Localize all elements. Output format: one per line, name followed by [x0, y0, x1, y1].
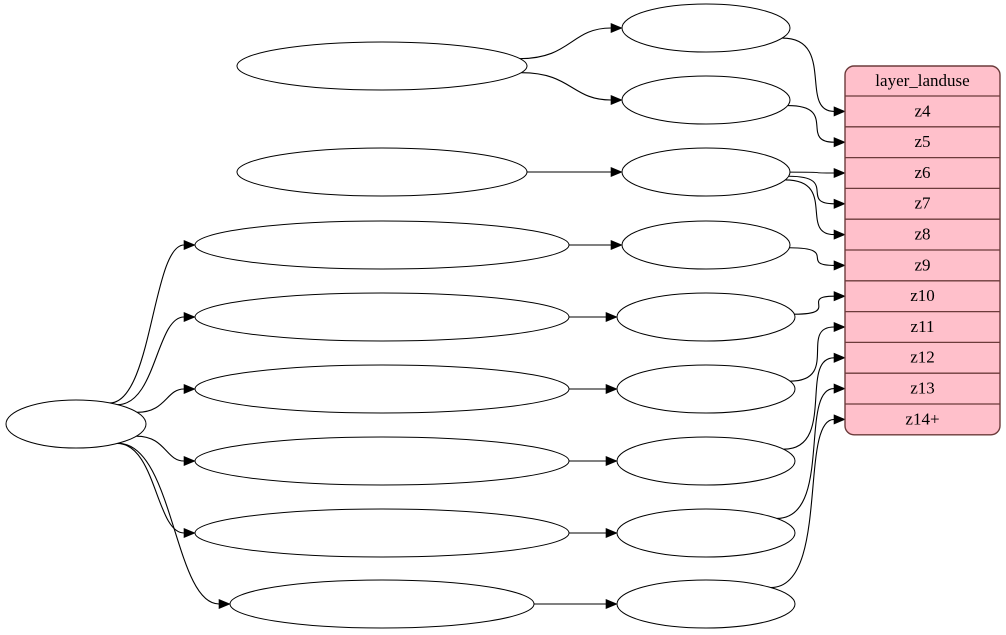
- edge-ne_50m_urban_areas-to-landuse_z5: [521, 72, 612, 101]
- table-row-z5[interactable]: z5: [914, 132, 930, 151]
- node-landuse_z14[interactable]: [616, 579, 796, 629]
- node-imposm3[interactable]: [5, 399, 147, 449]
- node-osm_landuse_polygon_gen3[interactable]: [194, 364, 570, 414]
- edge-landuse_z5-to-layer_landuse-z5: [787, 104, 835, 143]
- edge-landuse_z12-to-layer_landuse-z12: [783, 357, 835, 450]
- table-row-z7[interactable]: z7: [914, 194, 931, 213]
- arrow-head: [833, 167, 846, 179]
- node-shape: [621, 75, 791, 125]
- arrow-head: [183, 527, 196, 539]
- node-shape: [236, 147, 528, 197]
- arrow-head: [833, 414, 846, 425]
- arrow-head: [183, 311, 196, 323]
- node-landuse_z11[interactable]: [616, 364, 796, 414]
- edge-landuse_z6-to-layer_landuse-z8: [785, 179, 835, 236]
- node-shape: [229, 579, 535, 629]
- arrow-head: [605, 598, 618, 610]
- edge-landuse_z14-to-layer_landuse-z14+: [770, 418, 835, 589]
- table-header-label: layer_landuse: [875, 71, 969, 90]
- node-landuse_z12[interactable]: [616, 436, 796, 486]
- arrow-head: [833, 291, 846, 302]
- node-shape: [616, 508, 796, 558]
- arrow-head: [833, 260, 846, 271]
- nodes-layer: [5, 3, 796, 629]
- node-shape: [616, 436, 796, 486]
- arrow-head: [610, 94, 623, 106]
- arrow-head: [605, 455, 618, 467]
- arrow-head: [183, 383, 196, 395]
- node-ne_10m_urban_areas[interactable]: [236, 147, 528, 197]
- edge-imposm3-to-osm_landuse_polygon: [117, 442, 220, 605]
- edge-landuse_z9-to-layer_landuse-z9: [789, 247, 835, 266]
- table-row-z11[interactable]: z11: [911, 317, 935, 336]
- edge-landuse_z11-to-layer_landuse-z11: [790, 326, 835, 382]
- node-osm_landuse_polygon_gen5[interactable]: [194, 220, 570, 270]
- table-row-z12[interactable]: z12: [910, 348, 935, 367]
- edge-landuse_z10-to-layer_landuse-z10: [794, 295, 835, 315]
- node-shape: [194, 364, 570, 414]
- edge-imposm3-to-osm_landuse_polygon_gen4: [117, 316, 185, 406]
- arrow-head: [605, 527, 618, 539]
- arrow-head: [833, 229, 846, 240]
- edge-imposm3-to-osm_landuse_polygon_gen2: [136, 435, 185, 462]
- arrow-head: [605, 383, 618, 395]
- edge-imposm3-to-osm_landuse_polygon_gen5: [109, 244, 185, 404]
- arrow-head: [605, 311, 618, 323]
- arrow-head: [833, 198, 846, 209]
- node-shape: [621, 3, 791, 53]
- node-osm_landuse_polygon[interactable]: [229, 579, 535, 629]
- arrow-head: [610, 166, 623, 178]
- table-row-z14+[interactable]: z14+: [905, 409, 939, 428]
- arrow-head: [833, 106, 846, 117]
- node-shape: [194, 508, 570, 558]
- table-row-z10[interactable]: z10: [910, 286, 935, 305]
- node-landuse_z4[interactable]: [621, 3, 791, 53]
- node-landuse_z6[interactable]: [621, 147, 791, 197]
- table-row-z6[interactable]: z6: [914, 163, 930, 182]
- table-row-z8[interactable]: z8: [914, 225, 930, 244]
- edges-layer: [109, 22, 846, 610]
- layer-landuse-table: layer_landuse z4 z5 z6 z7 z8 z9 z10 z11 z12 z13 z14…: [844, 65, 1001, 436]
- table-row-z4[interactable]: z4: [914, 101, 931, 120]
- node-shape: [236, 41, 528, 91]
- edge-landuse_z6-to-layer_landuse-z6: [789, 171, 835, 174]
- arrow-head: [183, 239, 196, 251]
- node-osm_landuse_polygon_gen1[interactable]: [194, 508, 570, 558]
- node-shape: [194, 220, 570, 270]
- node-shape: [621, 220, 791, 270]
- node-landuse_z5[interactable]: [621, 75, 791, 125]
- node-landuse_z13[interactable]: [616, 508, 796, 558]
- node-osm_landuse_polygon_gen4[interactable]: [194, 292, 570, 342]
- node-shape: [621, 147, 791, 197]
- table-row-z9[interactable]: z9: [914, 255, 930, 274]
- table-row-z13[interactable]: z13: [910, 379, 935, 398]
- arrow-head: [833, 383, 846, 394]
- arrow-head: [218, 598, 231, 610]
- edge-landuse_z4-to-layer_landuse-z4: [782, 37, 835, 112]
- arrow-head: [610, 239, 623, 251]
- arrow-head: [183, 455, 196, 467]
- node-shape: [616, 292, 796, 342]
- edge-imposm3-to-osm_landuse_polygon_gen1: [117, 442, 185, 534]
- table-border: [844, 65, 1001, 436]
- node-shape: [5, 399, 147, 449]
- node-ne_50m_urban_areas[interactable]: [236, 41, 528, 91]
- edge-landuse_z13-to-layer_landuse-z13: [776, 388, 835, 519]
- node-osm_landuse_polygon_gen2[interactable]: [194, 436, 570, 486]
- arrow-head: [833, 321, 846, 333]
- node-landuse_z10[interactable]: [616, 292, 796, 342]
- arrow-head: [833, 352, 846, 363]
- arrow-head: [610, 22, 623, 34]
- edge-landuse_z6-to-layer_landuse-z7: [788, 175, 835, 205]
- edge-ne_50m_urban_areas-to-landuse_z4: [519, 27, 612, 60]
- arrow-head: [833, 137, 846, 148]
- edge-imposm3-to-osm_landuse_polygon_gen3: [137, 388, 185, 413]
- node-shape: [194, 436, 570, 486]
- node-landuse_z9[interactable]: [621, 220, 791, 270]
- node-shape: [616, 579, 796, 629]
- node-shape: [194, 292, 570, 342]
- node-shape: [616, 364, 796, 414]
